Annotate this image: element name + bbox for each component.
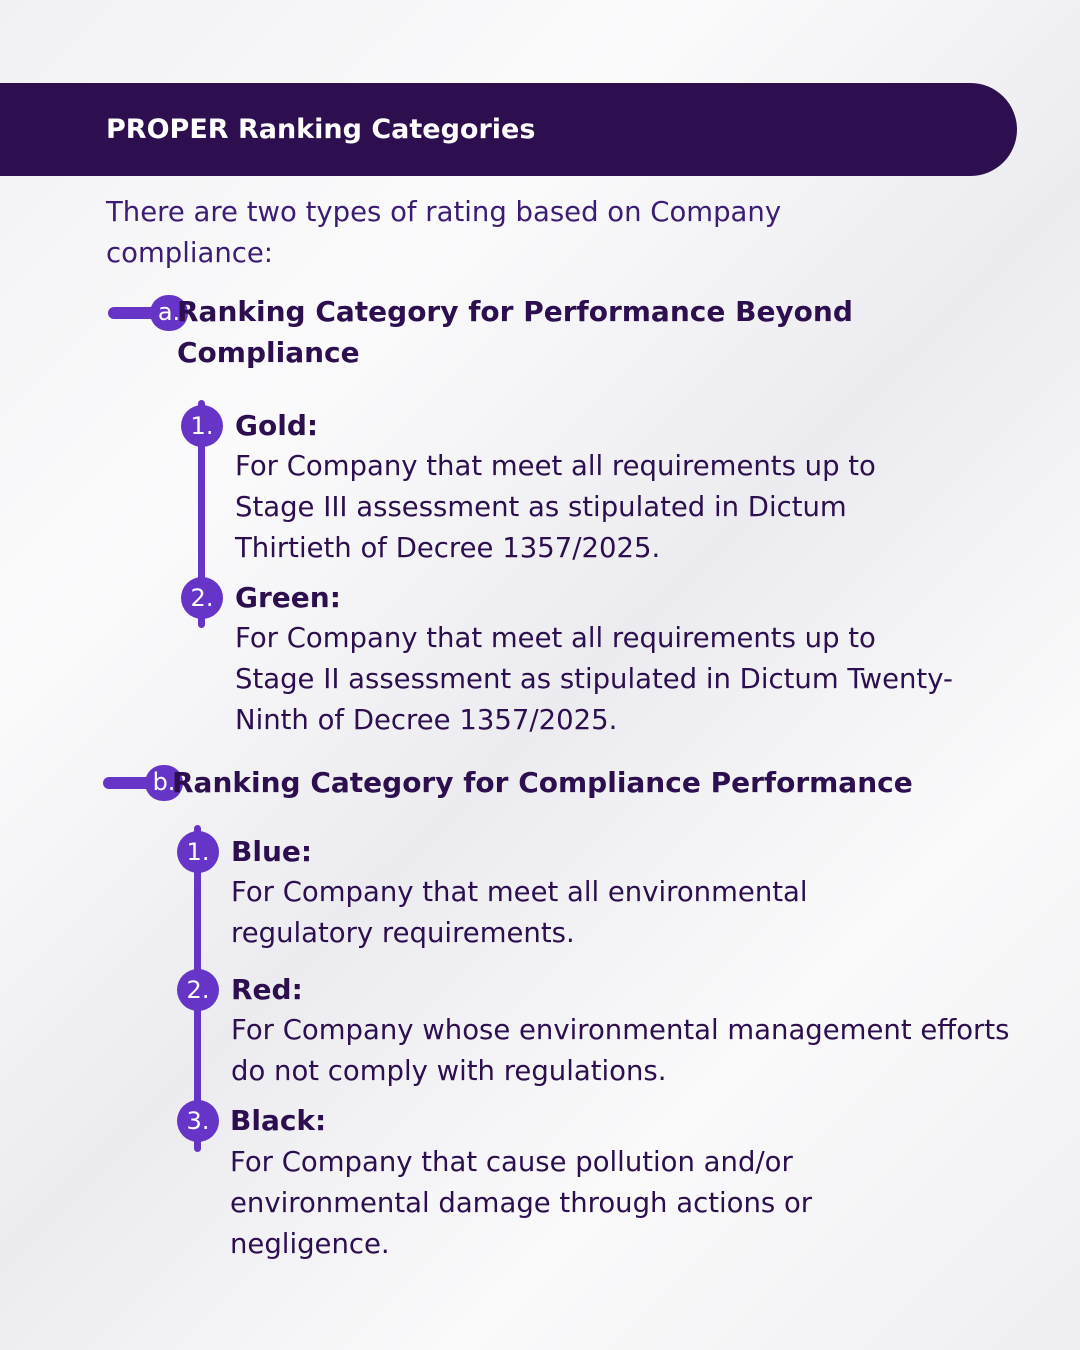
section-b-marker-label: b. bbox=[145, 765, 183, 801]
section-a-item-2-title: Green: bbox=[235, 581, 341, 614]
section-b-item-3-description: For Company that cause pollution and/or … bbox=[230, 1146, 813, 1260]
section-b-marker: b. bbox=[103, 765, 183, 801]
section-b-item-1-title: Blue: bbox=[231, 835, 313, 868]
section-a-marker: a. bbox=[108, 295, 188, 331]
intro-text: There are two types of rating based on C… bbox=[106, 196, 782, 269]
header-bar: PROPER Ranking Categories bbox=[0, 83, 1017, 176]
section-b-item-2-description: For Company whose environmental manageme… bbox=[231, 1014, 1010, 1087]
section-b-item-1-description: For Company that meet all environmental … bbox=[231, 876, 808, 949]
section-b-item-3-number: 3. bbox=[177, 1100, 219, 1142]
section-b-title: Ranking Category for Compliance Performa… bbox=[172, 766, 913, 799]
section-a-item-1-title: Gold: bbox=[235, 409, 319, 442]
section-a-item-1-number: 1. bbox=[181, 405, 223, 447]
section-a-marker-label: a. bbox=[150, 295, 188, 331]
section-a-item-1-description: For Company that meet all requirements u… bbox=[235, 450, 876, 564]
section-a-timeline bbox=[198, 400, 205, 628]
section-a-title: Ranking Category for Performance Beyond … bbox=[177, 295, 853, 369]
section-b-item-3-title: Black: bbox=[230, 1104, 327, 1137]
section-b-item-1-number: 1. bbox=[177, 831, 219, 873]
page-title: PROPER Ranking Categories bbox=[106, 114, 536, 145]
section-a-item-2-number: 2. bbox=[181, 577, 223, 619]
section-b-item-2-number: 2. bbox=[177, 969, 219, 1011]
section-b-item-2-title: Red: bbox=[231, 973, 303, 1006]
section-a-item-2-description: For Company that meet all requirements u… bbox=[235, 622, 953, 736]
